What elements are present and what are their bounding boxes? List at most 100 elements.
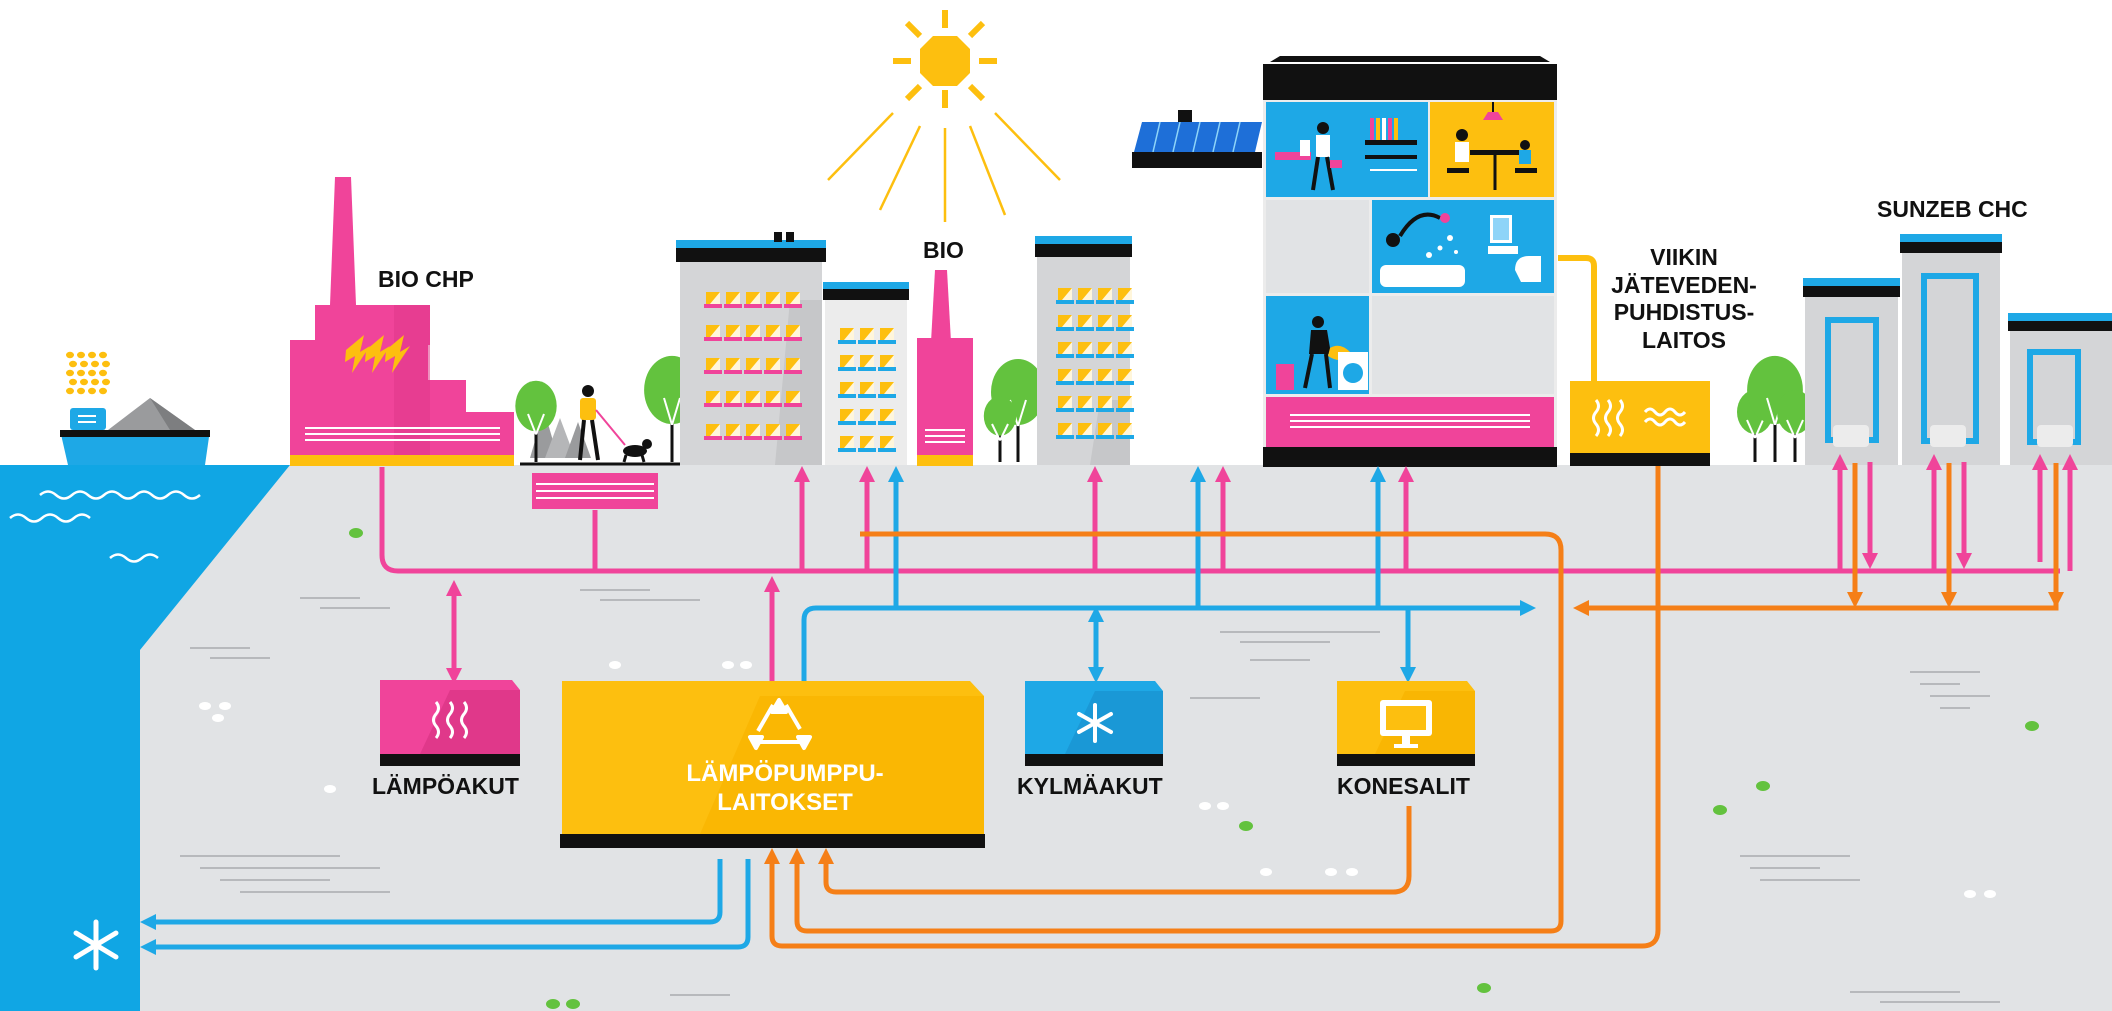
heat-pump-label: LÄMPÖPUMPPU- LAITOKSET bbox=[680, 760, 890, 818]
window bbox=[764, 358, 782, 374]
window bbox=[1116, 342, 1134, 358]
window bbox=[838, 436, 856, 452]
person-walking-dog bbox=[578, 385, 652, 463]
window bbox=[1076, 396, 1094, 412]
snowflake-icon bbox=[1077, 703, 1113, 743]
window bbox=[1076, 369, 1094, 385]
ground-bumps bbox=[199, 661, 1996, 898]
heat-storage-unit bbox=[380, 680, 520, 766]
energy-dots bbox=[66, 351, 110, 395]
viikin-label-line-2: JÄTEVEDEN- bbox=[1611, 271, 1757, 298]
window bbox=[784, 424, 802, 440]
window bbox=[878, 328, 896, 344]
cold-storage-label: KYLMÄAKUT bbox=[1017, 773, 1163, 799]
sunzeb-chc-label: SUNZEB CHC bbox=[1877, 196, 2028, 222]
window bbox=[704, 391, 722, 407]
window bbox=[744, 325, 762, 341]
window bbox=[838, 409, 856, 425]
window bbox=[1076, 342, 1094, 358]
window bbox=[838, 355, 856, 371]
window bbox=[1056, 423, 1074, 439]
ship bbox=[60, 398, 210, 465]
window bbox=[858, 382, 876, 398]
window bbox=[1056, 342, 1074, 358]
bio-label: BIO bbox=[923, 237, 964, 263]
sea bbox=[0, 465, 290, 1011]
window bbox=[1096, 396, 1114, 412]
tree bbox=[983, 396, 1017, 462]
viikin-label-line-4: LAITOS bbox=[1642, 326, 1726, 353]
heat-pump-label-line-2: LAITOKSET bbox=[717, 788, 853, 816]
viikin-label: VIIKIN JÄTEVEDEN- PUHDISTUS- LAITOS bbox=[1604, 244, 1764, 354]
solar-panel-roof bbox=[1132, 110, 1262, 168]
window bbox=[1076, 288, 1094, 304]
window bbox=[744, 358, 762, 374]
house-interiors bbox=[1275, 102, 1541, 390]
viikin-wastewater-plant bbox=[1558, 255, 1710, 466]
window bbox=[764, 292, 782, 308]
window bbox=[1116, 315, 1134, 331]
window bbox=[744, 292, 762, 308]
window bbox=[1116, 396, 1134, 412]
window bbox=[1056, 369, 1074, 385]
window bbox=[704, 325, 722, 341]
window bbox=[764, 391, 782, 407]
window bbox=[858, 355, 876, 371]
window bbox=[1096, 369, 1114, 385]
heat-network-pipes bbox=[379, 453, 2079, 685]
water-waves-icon bbox=[1643, 407, 1687, 427]
window bbox=[1056, 315, 1074, 331]
window bbox=[704, 292, 722, 308]
window bbox=[1056, 288, 1074, 304]
window bbox=[878, 409, 896, 425]
window bbox=[878, 382, 896, 398]
heat-pump-label-line-1: LÄMPÖPUMPPU- bbox=[686, 760, 884, 787]
lightning-icon bbox=[345, 335, 410, 373]
window bbox=[724, 391, 742, 407]
heat-pump-plant bbox=[560, 681, 985, 848]
window bbox=[1056, 396, 1074, 412]
window bbox=[838, 328, 856, 344]
heat-waves-icon bbox=[1592, 399, 1624, 437]
window bbox=[1096, 423, 1114, 439]
viikin-label-line-1: VIIKIN bbox=[1650, 244, 1718, 270]
sunzeb-buildings bbox=[1803, 234, 2112, 465]
window bbox=[744, 391, 762, 407]
recycle-icon bbox=[748, 698, 812, 750]
window bbox=[724, 325, 742, 341]
window bbox=[1096, 315, 1114, 331]
window bbox=[724, 292, 742, 308]
window bbox=[1116, 369, 1134, 385]
window bbox=[1076, 423, 1094, 439]
data-center-label: KONESALIT bbox=[1337, 773, 1470, 799]
window bbox=[724, 424, 742, 440]
window bbox=[858, 328, 876, 344]
window bbox=[878, 355, 896, 371]
window bbox=[784, 292, 802, 308]
window bbox=[1076, 315, 1094, 331]
window bbox=[744, 424, 762, 440]
window bbox=[764, 424, 782, 440]
window bbox=[858, 436, 876, 452]
window bbox=[1116, 288, 1134, 304]
window bbox=[784, 391, 802, 407]
window bbox=[704, 424, 722, 440]
bio-plant bbox=[917, 270, 973, 466]
window bbox=[1116, 423, 1134, 439]
snowflake-icon bbox=[73, 919, 119, 971]
window bbox=[704, 358, 722, 374]
window bbox=[724, 358, 742, 374]
cooling-network-pipes bbox=[139, 465, 1537, 956]
ground-grass bbox=[349, 528, 2039, 1009]
heat-storage-label: LÄMPÖAKUT bbox=[372, 773, 519, 799]
window bbox=[784, 358, 802, 374]
tree bbox=[1777, 390, 1813, 462]
waste-heat-pipes bbox=[730, 463, 2065, 949]
sea-waves bbox=[9, 490, 201, 563]
sun-icon bbox=[827, 10, 1061, 222]
bio-chp-label: BIO CHP bbox=[378, 266, 474, 292]
heat-waves-icon bbox=[432, 701, 468, 739]
window bbox=[764, 325, 782, 341]
